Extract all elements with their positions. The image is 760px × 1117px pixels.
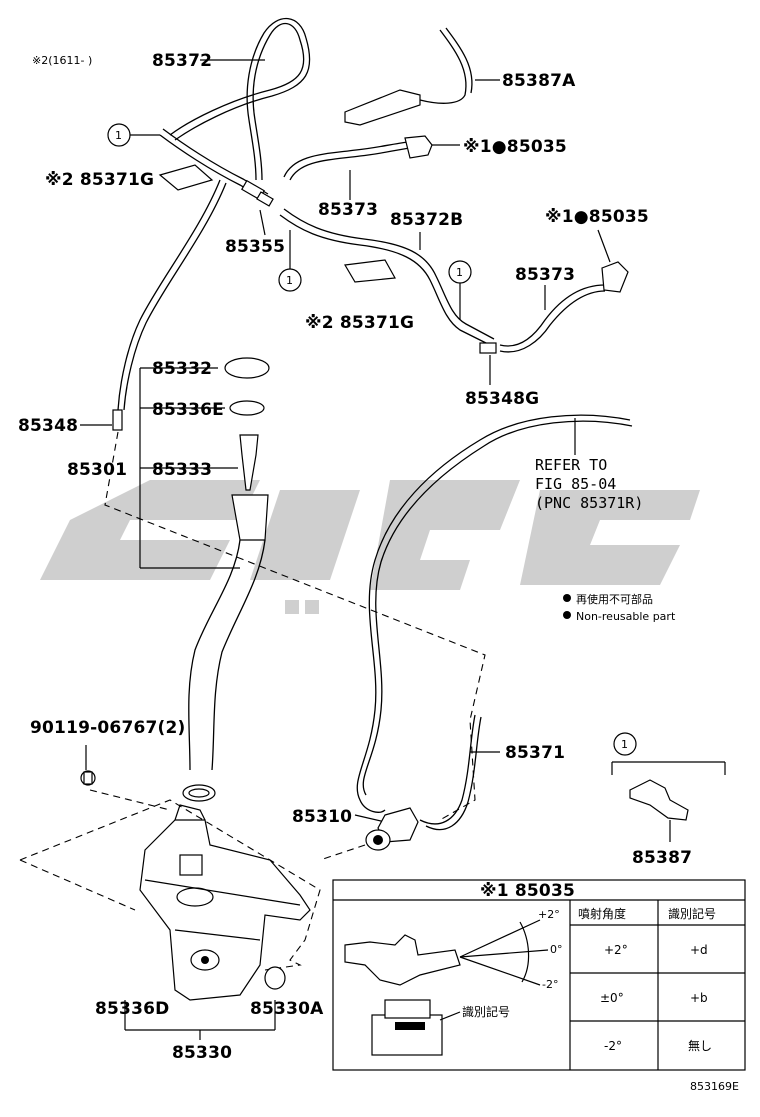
hose-85372B [241, 179, 497, 354]
legend-nonreusable-en: Non-reusable part [576, 610, 676, 623]
note-1611: ※2(1611- ) [32, 54, 92, 67]
label-85348G: 85348G [465, 389, 539, 409]
label-85330A: 85330A [250, 999, 324, 1019]
bracket-85387A [344, 27, 473, 126]
hose-85373-right [499, 261, 629, 353]
label-85035-a: ※1●85035 [463, 137, 567, 157]
gauge-85333 [239, 434, 259, 491]
refer-line3: (PNC 85371R) [535, 494, 643, 512]
hose-85372 [159, 17, 311, 201]
nozzle-table: ※1 85035 噴射角度 識別記号 +2° +d ±0° +b -2° 無し … [332, 879, 746, 1071]
watermark-logo [40, 480, 700, 614]
hose-85371 [356, 414, 633, 831]
refer-line2: FIG 85-04 [535, 475, 616, 493]
label-85371G-a: ※2 85371G [45, 170, 154, 190]
label-85372: 85372 [152, 51, 212, 71]
legend-dot-jp [563, 594, 571, 602]
table-title: ※1 85035 [480, 881, 575, 901]
label-85333: 85333 [152, 460, 212, 480]
label-85371: 85371 [505, 743, 565, 763]
label-85336E: 85336E [152, 400, 224, 420]
bolt-90119 [80, 770, 96, 786]
label-85301: 85301 [67, 460, 127, 480]
ring-85330A [264, 966, 286, 990]
gasket-85371G-b [344, 259, 396, 283]
label-85387A: 85387A [502, 71, 576, 91]
fig-angle-mid: 0° [550, 943, 563, 956]
nozzle-85035-b [601, 261, 629, 293]
callout-numerals: 1 1 1 1 [115, 129, 628, 751]
svg-text:1: 1 [115, 129, 122, 142]
refer-line1: REFER TO [535, 456, 607, 474]
nozzle-85035-a [404, 135, 433, 159]
label-85372B: 85372B [390, 210, 463, 230]
legend-nonreusable-jp: 再使用不可部品 [576, 592, 653, 606]
label-85310: 85310 [292, 807, 352, 827]
label-85355: 85355 [225, 237, 285, 257]
hose-85348 [112, 179, 227, 431]
table-row-angle-2: ±0° [600, 991, 624, 1005]
table-row-mark-1: +d [690, 943, 708, 957]
connector-85348 [112, 409, 123, 431]
svg-text:1: 1 [286, 274, 293, 287]
washer-tank-85330 [139, 804, 311, 1001]
label-85373-b: 85373 [515, 265, 575, 285]
label-85387: 85387 [632, 848, 692, 868]
table-row-angle-1: +2° [604, 943, 628, 957]
label-90119: 90119-06767(2) [30, 718, 186, 738]
grommet-inner [188, 788, 210, 798]
label-85330: 85330 [172, 1043, 232, 1063]
hose-85373-left [283, 135, 433, 181]
label-85035-b: ※1●85035 [545, 207, 649, 227]
label-85371G-b: ※2 85371G [305, 313, 414, 333]
labels: ※2(1611- ) 85372 85387A ※1●85035 ※2 8537… [18, 51, 739, 1093]
label-brackets [80, 59, 726, 1040]
clip-85387 [629, 779, 689, 821]
nozzle-figure: +2° 0° -2° 識別記号 [344, 908, 563, 1056]
table-col-mark: 識別記号 [668, 906, 716, 921]
table-col-angle: 噴射角度 [578, 906, 626, 921]
svg-text:1: 1 [621, 738, 628, 751]
svg-text:1: 1 [456, 266, 463, 279]
table-row-mark-3: 無し [688, 1038, 712, 1053]
label-85332: 85332 [152, 359, 212, 379]
callout-circles [107, 123, 637, 756]
cap-85332 [224, 357, 270, 379]
table-row-mark-2: +b [690, 991, 708, 1005]
ring-85336E [229, 400, 265, 416]
label-85348: 85348 [18, 416, 78, 436]
dashed-lines [19, 431, 486, 971]
footer-code: 853169E [690, 1080, 739, 1093]
fig-angle-bot: -2° [542, 978, 558, 991]
fig-angle-top: +2° [538, 908, 560, 921]
label-85373-a: 85373 [318, 200, 378, 220]
label-85336D: 85336D [95, 999, 169, 1019]
gasket-85371G-a [158, 164, 214, 191]
legend-dot-en [563, 611, 571, 619]
filler-neck-85301 [188, 494, 269, 771]
pump-85310 [365, 807, 419, 851]
table-row-angle-3: -2° [604, 1039, 622, 1053]
fig-mark-label: 識別記号 [462, 1004, 510, 1019]
